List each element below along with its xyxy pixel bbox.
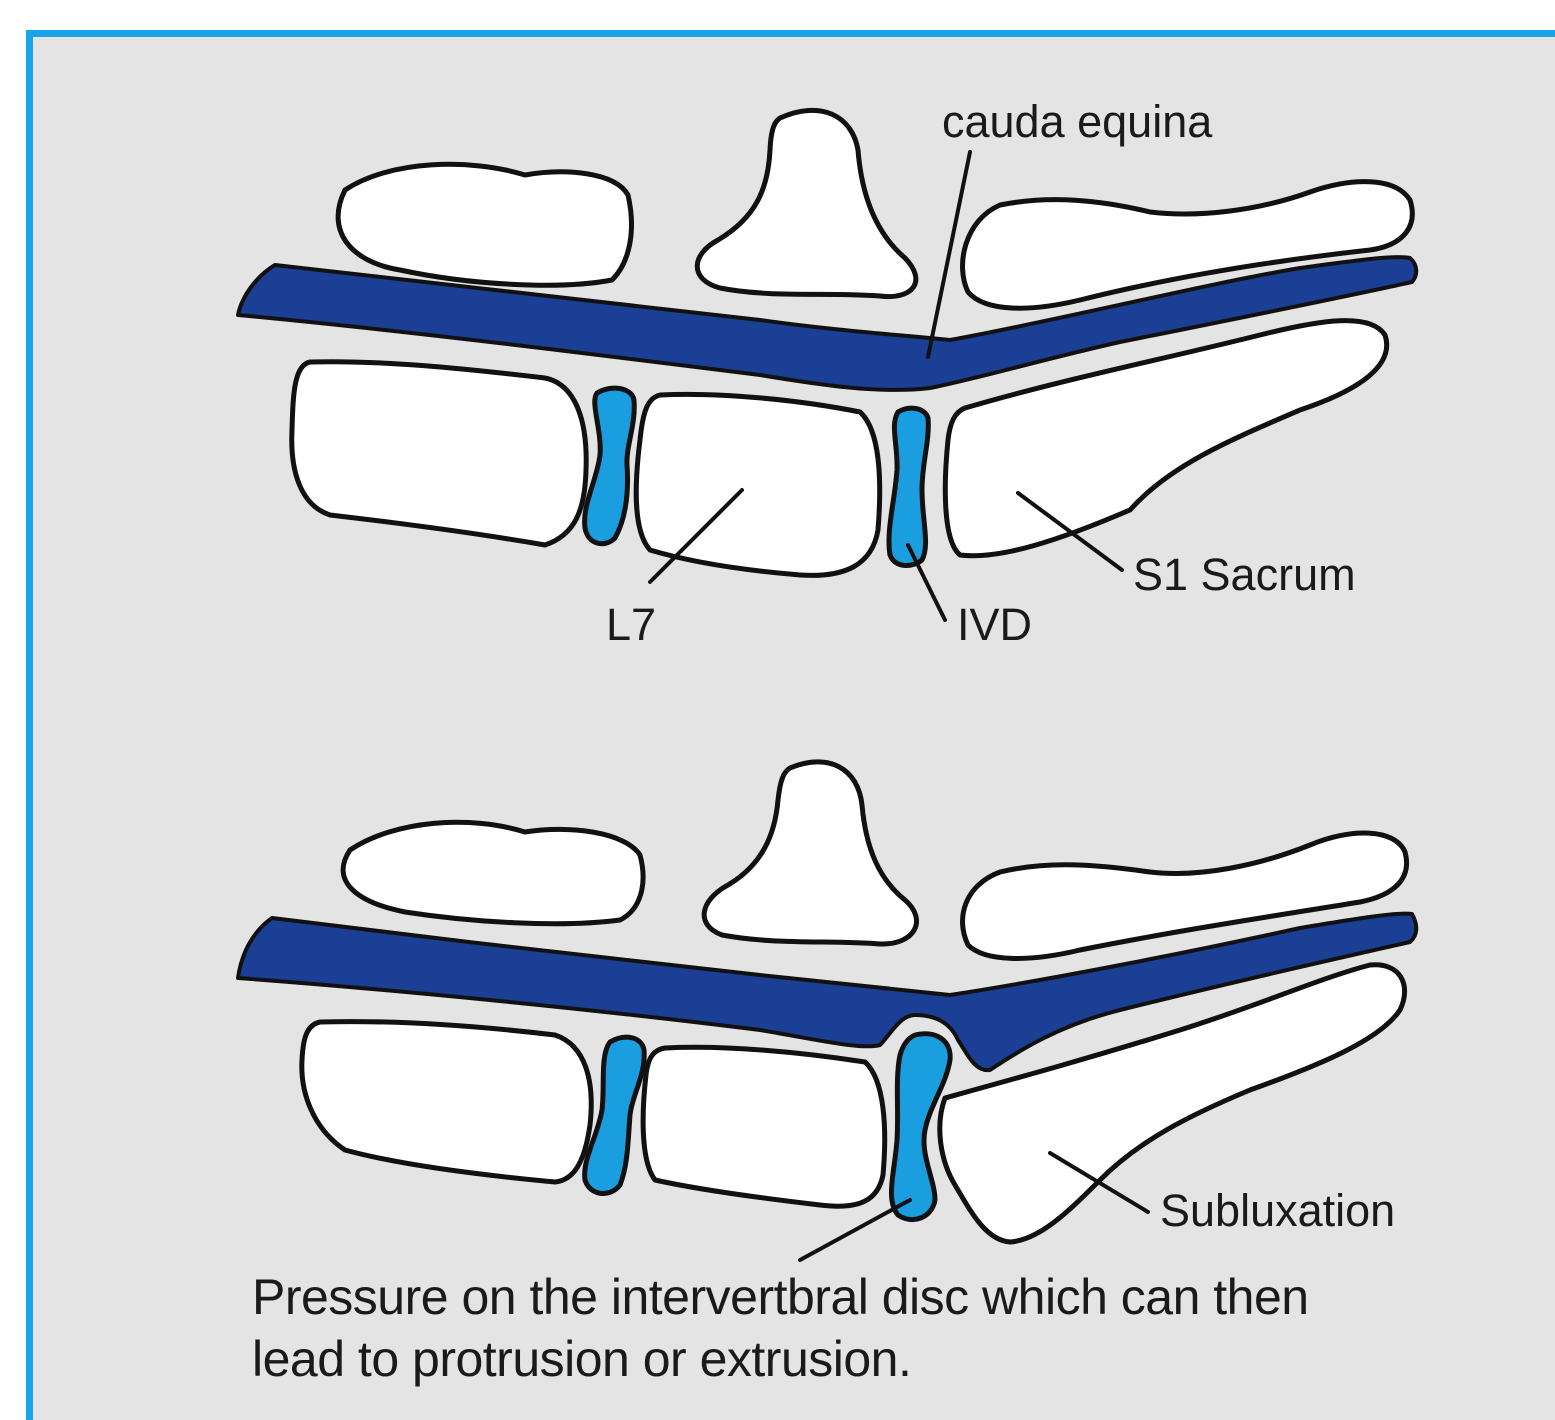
cauda-equina-label: cauda equina [942,96,1213,147]
l7-vertebral-body [636,394,880,575]
l7-label: L7 [606,599,656,650]
l7-vertebral-body-2 [643,1047,885,1206]
s1-sacrum-label: S1 Sacrum [1133,549,1356,600]
caption-line-1: Pressure on the intervertbral disc which… [252,1266,1392,1328]
intervertebral-disc-l7-s1 [889,408,928,565]
ivd-label: IVD [957,599,1032,650]
subluxation-label: Subluxation [1160,1185,1395,1236]
l6-spinous-process-2 [343,822,643,923]
l6-spinous-process [338,164,631,285]
caption-line-2: lead to protrusion or extrusion. [252,1328,1392,1390]
caption: Pressure on the intervertbral disc which… [252,1266,1392,1390]
l6-vertebral-body [292,362,586,545]
